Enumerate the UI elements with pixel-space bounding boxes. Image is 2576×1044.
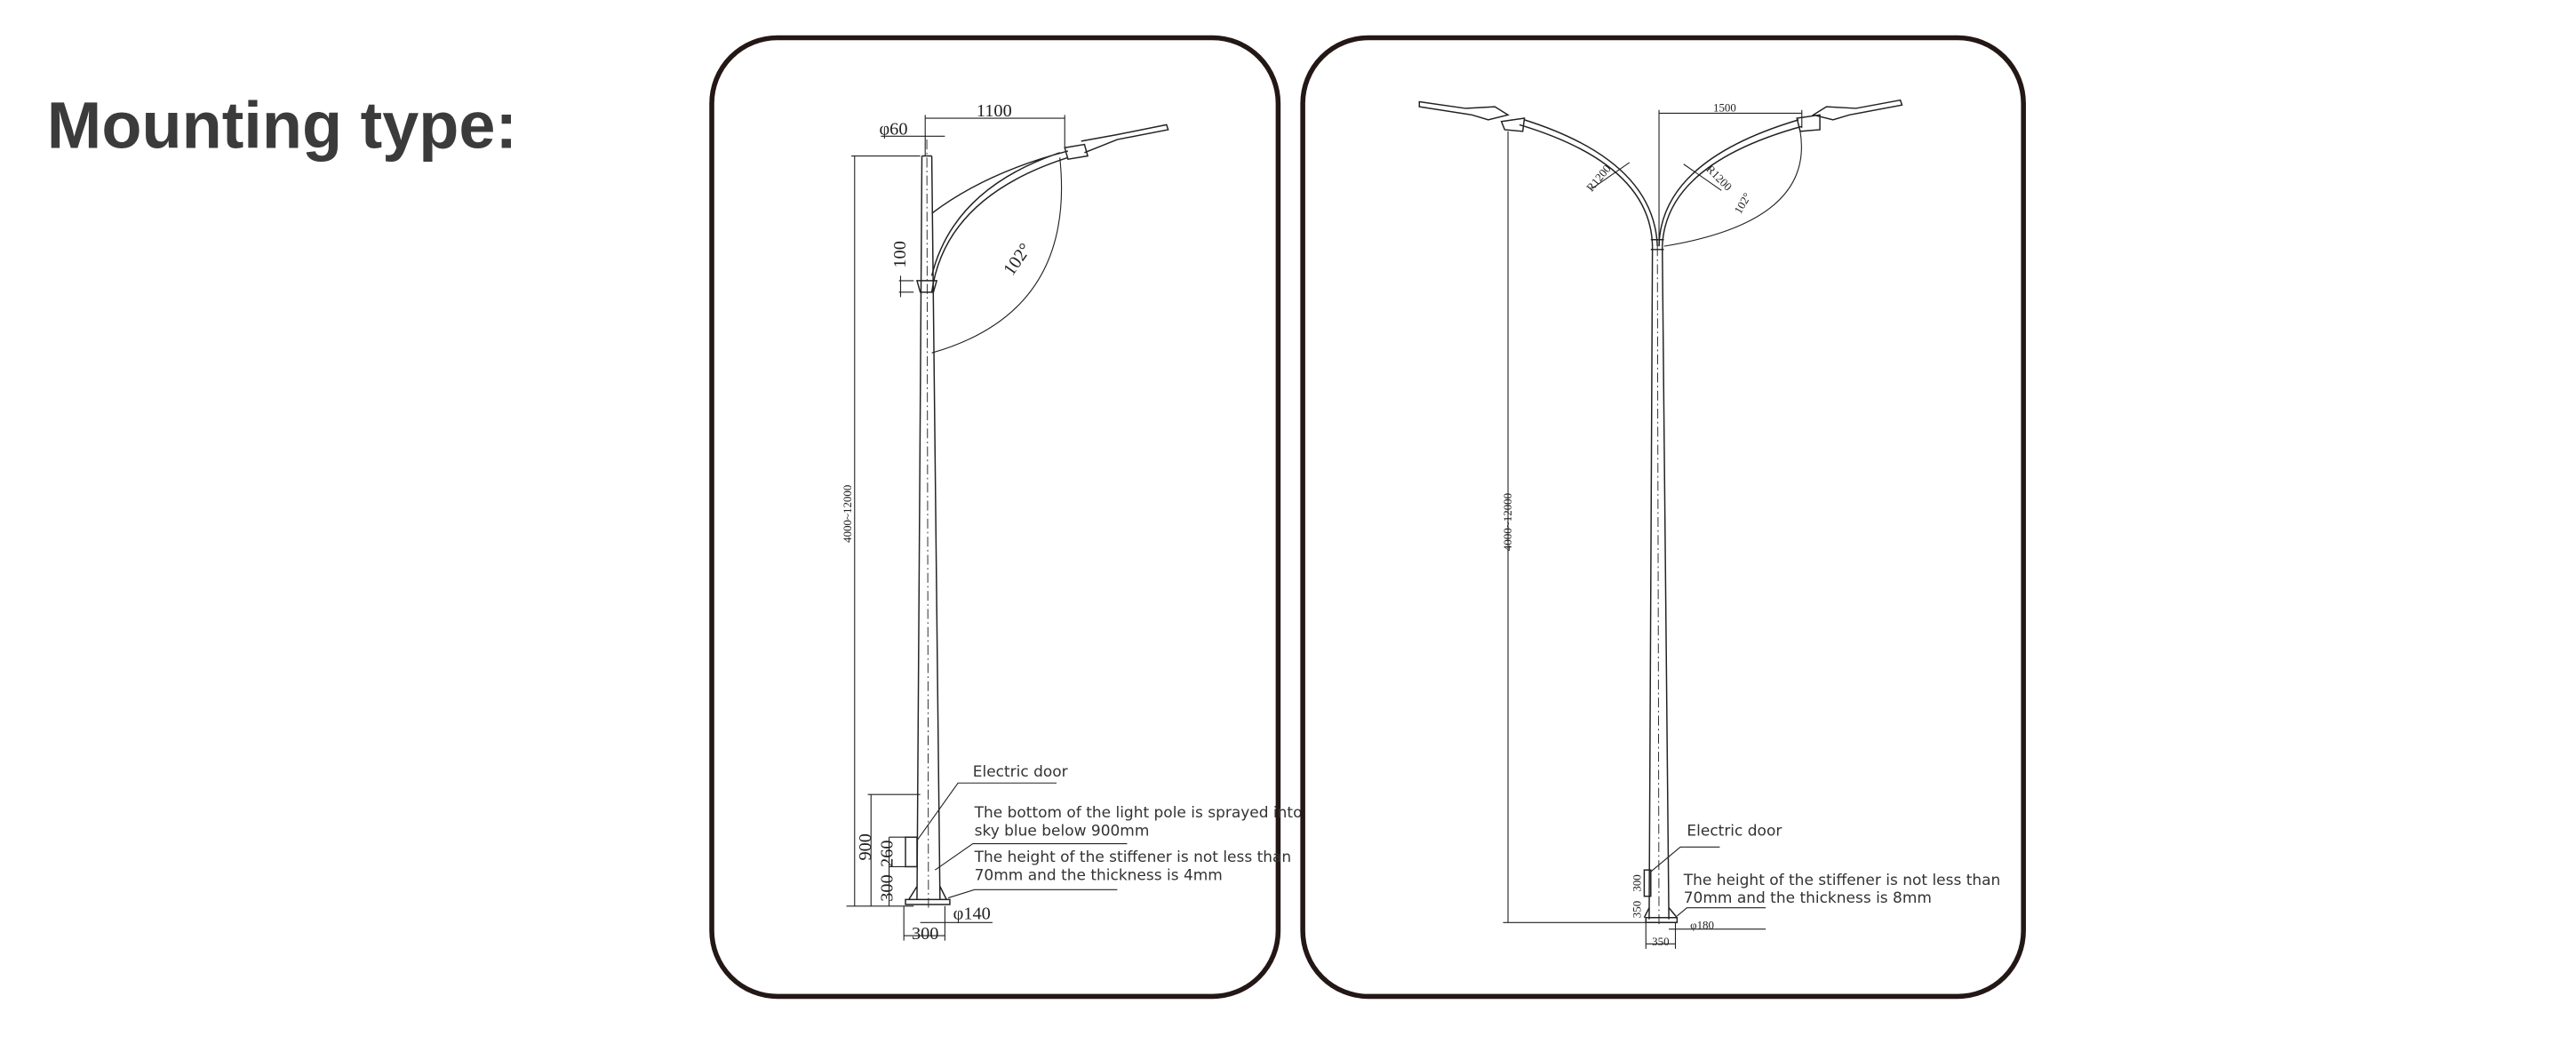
arm-length-label: 1500: [1713, 101, 1736, 115]
stiffener-note-line1: The height of the stiffener is not less …: [974, 849, 1292, 866]
pole-height-label: 4000~12000: [1501, 493, 1514, 551]
pole-height-label: 4000~12000: [841, 485, 854, 543]
door-offset-label: 350: [1631, 901, 1644, 918]
double-arm-pole-drawing: [1418, 99, 1903, 949]
panel-frame: [1300, 35, 2026, 1000]
single-arm-panel: 1100 φ60 100 102° 4000~12000 900 260 300…: [709, 35, 1303, 1000]
stiffener-note-line2: 70mm and the thickness is 8mm: [1684, 889, 1932, 907]
electric-door-note: Electric door: [1687, 822, 1782, 840]
door-height-label: 300: [1631, 874, 1644, 891]
blue-height-label: 900: [856, 833, 875, 860]
single-arm-pole-drawing: [846, 115, 1169, 941]
door-height-label: 260: [877, 840, 897, 866]
base-diameter-label: φ140: [953, 905, 991, 924]
stiffener-note-line2: 70mm and the thickness is 4mm: [975, 866, 1223, 884]
double-arm-panel: 1500 R1200 R1200 102° 4000~12000 300 350…: [1300, 35, 2026, 1000]
page-title: Mounting type:: [47, 88, 517, 162]
stiffener-note-line1: The height of the stiffener is not less …: [1683, 872, 2001, 889]
flange-width-label: 350: [1652, 935, 1669, 948]
top-diameter-label: φ60: [879, 119, 907, 139]
arm-length-label: 1100: [977, 101, 1012, 121]
door-offset-label: 300: [877, 874, 897, 901]
panel-frame: [709, 35, 1281, 1000]
paint-note-line2: sky blue below 900mm: [975, 822, 1150, 840]
electric-door-note: Electric door: [973, 763, 1068, 781]
base-diameter-label: φ180: [1690, 919, 1714, 932]
sleeve-height-label: 100: [890, 241, 910, 267]
flange-width-label: 300: [912, 924, 938, 944]
paint-note-line1: The bottom of the light pole is sprayed …: [974, 804, 1303, 822]
